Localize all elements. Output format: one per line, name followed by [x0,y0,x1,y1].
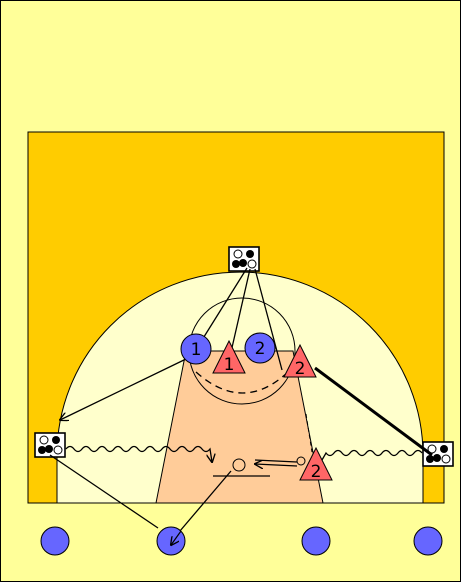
pass-line-top-to-defender2 [254,268,283,371]
basket-rim [232,458,246,472]
pass-line-top-to-player1 [196,267,248,349]
svg-text:1: 1 [191,340,202,360]
defense-player-2-bottom: 2 [299,446,333,482]
svg-text:2: 2 [311,462,322,482]
dribble-path-right [321,449,423,461]
pass-line-left-to-bottom [49,454,159,529]
svg-text:2: 2 [255,339,266,359]
defense-player-1: 1 [212,339,246,375]
ball-rack-right [422,441,454,467]
ball-marker [296,456,306,466]
svg-text:1: 1 [224,355,235,375]
dribble-path-left [65,445,212,463]
baseline-player-3 [301,526,331,556]
free-throw-circle-dashed [195,371,289,394]
defense-player-2-top: 2 [283,343,317,379]
receive-arrow [171,530,182,545]
offense-player-1: 1 [180,333,212,365]
offense-player-2: 2 [244,332,276,364]
screen-line-defender2 [314,366,433,457]
ball-rack-left [34,432,66,458]
baseline-player-1 [40,526,70,556]
pass-line-top-to-defender1 [230,268,251,353]
svg-text:2: 2 [295,359,306,379]
baseline-player-4 [413,526,443,556]
handoff-arrow [255,464,298,466]
pass-arrow-player1-to-left [60,358,187,420]
cut-arrow-to-bottom-player [174,470,232,538]
ball-rack-top [228,246,260,272]
